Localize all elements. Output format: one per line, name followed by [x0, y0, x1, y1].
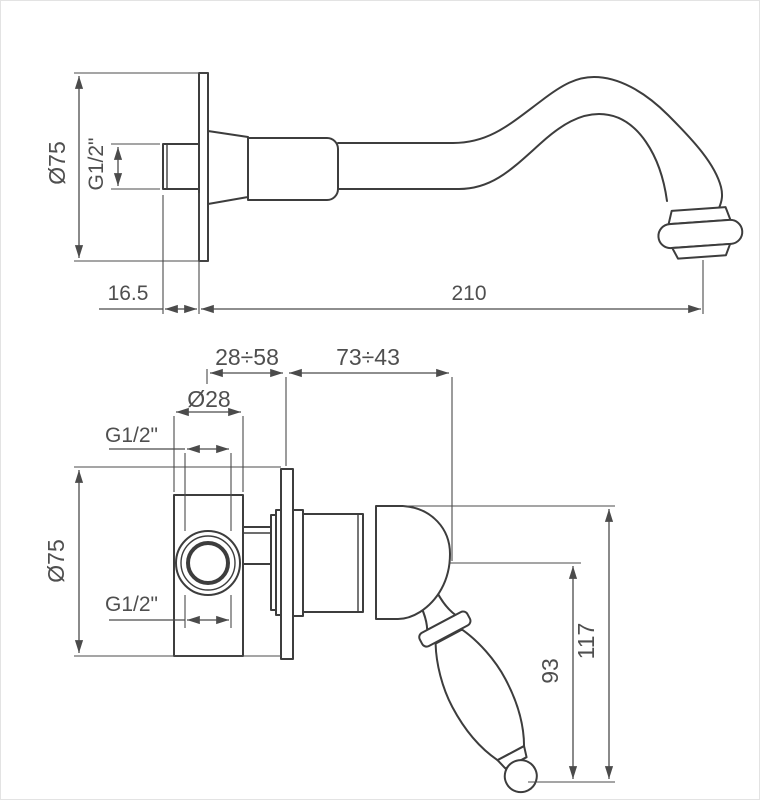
- top-view-spout: Ø75 G1/2" 16.5 210: [44, 72, 744, 314]
- handle-grip: [434, 628, 526, 762]
- spout-tube-inner-curve: [337, 113, 668, 202]
- wall-plate-side: [198, 72, 209, 262]
- label-plate-diameter-front: Ø75: [43, 539, 69, 582]
- handle-dome-hub: [375, 505, 451, 620]
- wall-plate-front: [280, 468, 294, 660]
- inlet-port-ring: [180, 535, 236, 591]
- label-thread-bottom: G1/2": [105, 593, 158, 616]
- label-handle-drop: 93: [537, 658, 563, 684]
- inlet-port-outer: [175, 530, 241, 596]
- top-view-dimension-lines: [74, 76, 701, 314]
- label-plate-diameter-top: Ø75: [44, 141, 70, 184]
- bottom-view-valve: 28÷58 73÷43 Ø28 G1/2" Ø75 G1/2" 93 117: [43, 344, 615, 794]
- label-install-depth-range: 28÷58: [215, 344, 279, 370]
- aerator-tip: [657, 206, 744, 260]
- label-total-drop: 117: [573, 623, 599, 660]
- top-view-extension-lines: [74, 72, 704, 314]
- label-spout-reach: 210: [451, 282, 486, 305]
- label-projection-range: 73÷43: [336, 344, 400, 370]
- lever-handle: [410, 579, 538, 794]
- label-thread-top: G1/2": [105, 424, 158, 447]
- handle-ball-finial: [503, 759, 538, 794]
- spout-parts: [162, 72, 744, 262]
- inlet-port-bore: [186, 541, 230, 585]
- handle-step: [496, 745, 528, 770]
- spout-tube-outer-curve: [337, 76, 724, 209]
- spout-base-cylinder: [247, 137, 339, 201]
- bottom-view-extension-lines: [74, 369, 615, 783]
- label-recess-depth: 16.5: [108, 282, 149, 305]
- aerator-cap: [671, 242, 732, 260]
- trim-sleeve: [302, 513, 364, 613]
- label-inlet-thread-top: G1/2": [85, 138, 108, 191]
- spout-hub: [207, 130, 249, 205]
- inlet-nipple: [162, 143, 200, 190]
- bottom-view-dimension-lines: [74, 368, 614, 779]
- trim-sleeve-lip: [292, 509, 304, 617]
- label-body-diameter: Ø28: [187, 386, 230, 412]
